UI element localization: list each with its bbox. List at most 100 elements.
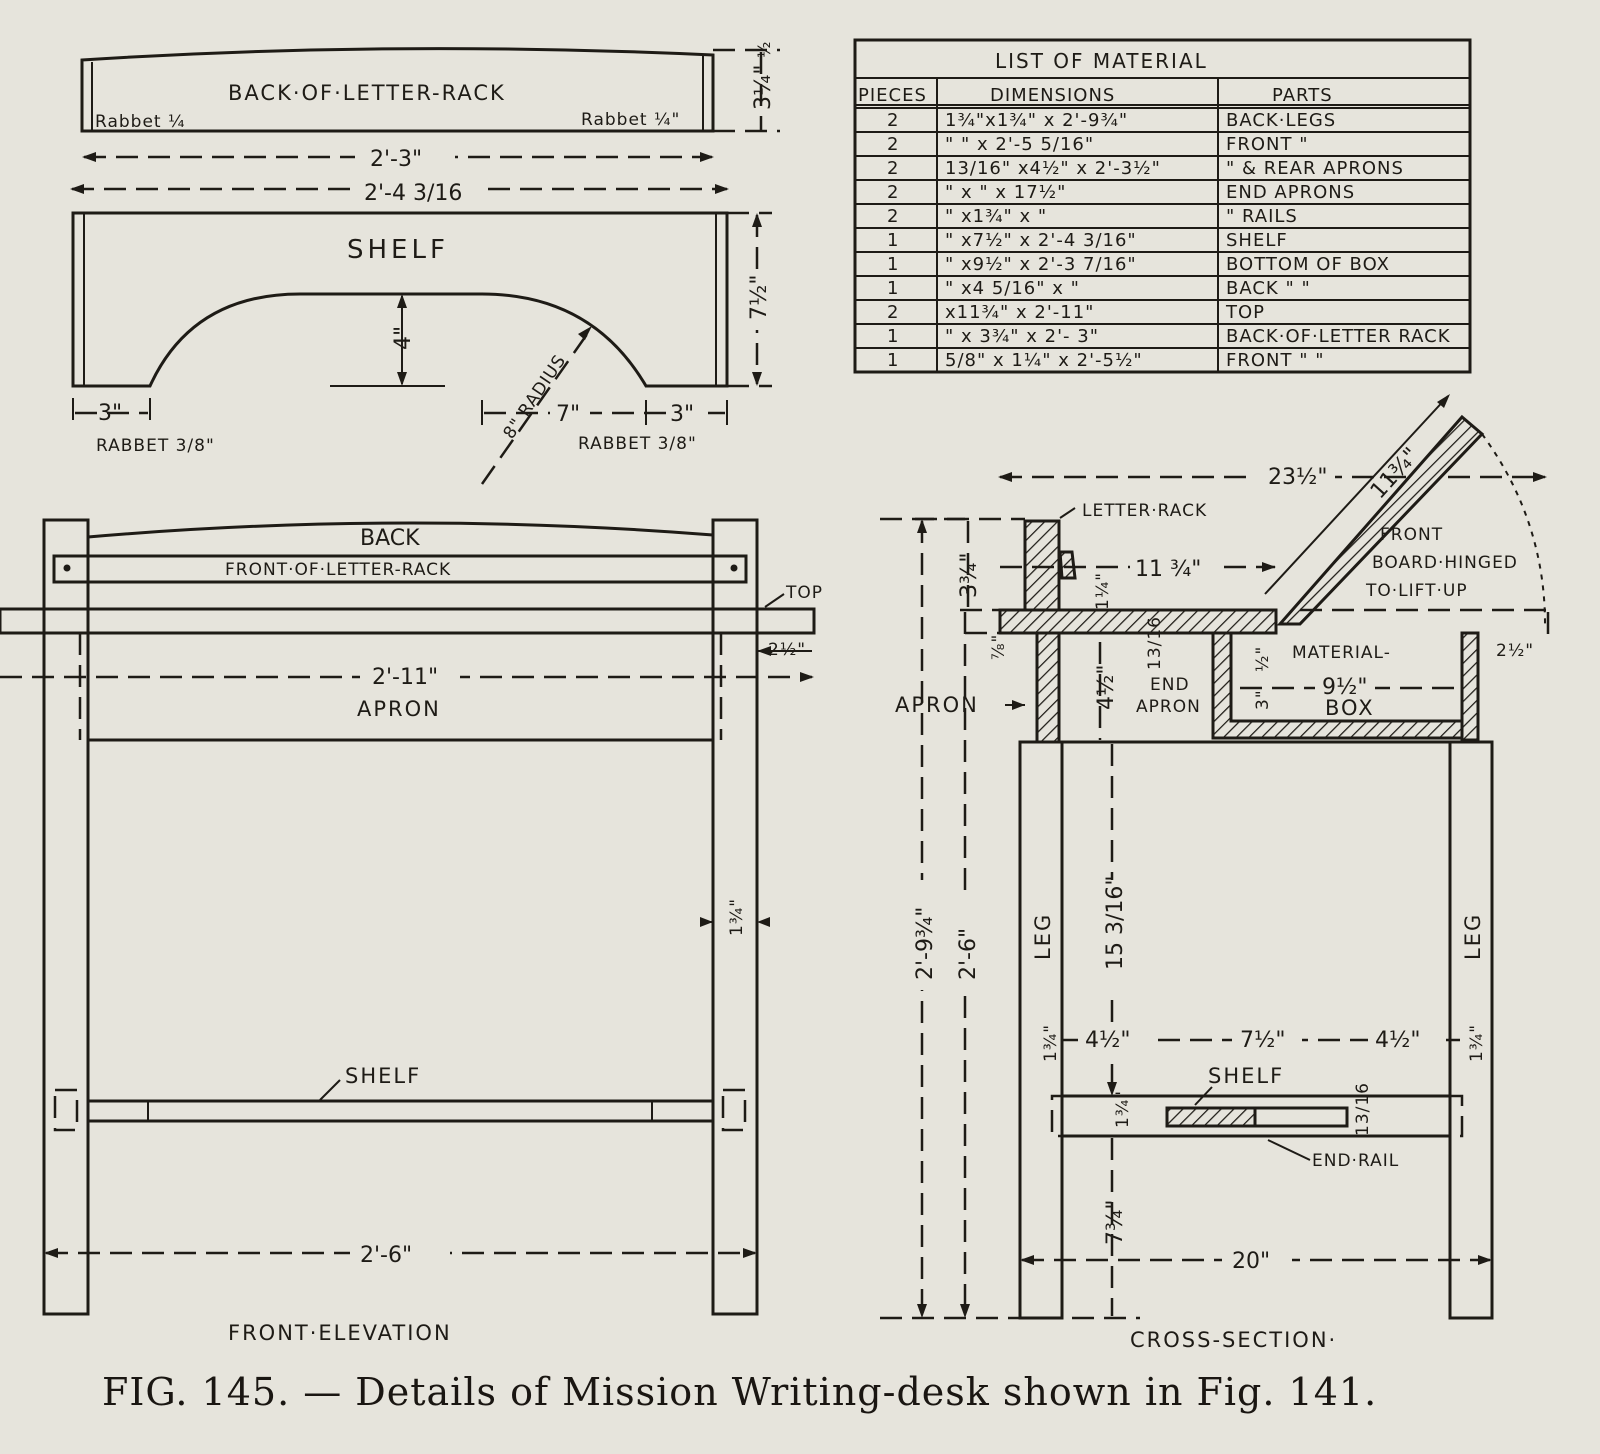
cs-box-label-2: BOX bbox=[1325, 696, 1375, 720]
material-table-title: LIST OF MATERIAL bbox=[995, 49, 1208, 73]
cs-rack-height: 3¾" bbox=[957, 553, 982, 598]
cs-box-width: 9½" bbox=[1322, 675, 1367, 700]
letter-rack-length: 2'-3" bbox=[370, 147, 422, 172]
shelf-arch-height: 4" bbox=[391, 326, 416, 350]
cs-gap-left: 4½" bbox=[1085, 1028, 1130, 1053]
letter-rack-height: 3¼" bbox=[751, 65, 776, 110]
material-row-pieces: 2 bbox=[887, 158, 899, 179]
cs-front-board-label-3: TO·LIFT·UP bbox=[1365, 581, 1468, 601]
material-row-dimensions: " x 3¾" x 2'- 3" bbox=[945, 326, 1099, 347]
shelf-height: 7½" bbox=[747, 275, 772, 320]
cs-letter-rack-label: LETTER·RACK bbox=[1082, 501, 1207, 521]
material-row-part: FRONT " " bbox=[1226, 350, 1325, 371]
letter-rack-title: BACK·OF·LETTER-RACK bbox=[228, 81, 506, 105]
shelf-outline bbox=[71, 211, 729, 388]
cs-box-back bbox=[1460, 631, 1480, 742]
front-right-leg bbox=[711, 518, 759, 1316]
shelf-rabbet-right: RABBET 3/8" bbox=[578, 434, 697, 454]
cs-rail-height: 1¾" bbox=[1113, 1090, 1133, 1128]
material-row-dimensions: 13/16" x4½" x 2'-3½" bbox=[945, 158, 1161, 179]
material-row-pieces: 1 bbox=[887, 350, 899, 371]
front-apron-label: APRON bbox=[357, 697, 441, 721]
cs-gap-right: 4½" bbox=[1375, 1028, 1420, 1053]
material-row-dimensions: " x7½" x 2'-4 3/16" bbox=[945, 230, 1137, 251]
figure-caption: FIG. 145. — Details of Mission Writing-d… bbox=[102, 1370, 1377, 1414]
material-table-frame bbox=[853, 38, 1472, 374]
cs-shelf-hatched bbox=[1165, 1106, 1257, 1128]
cs-apron-label: APRON bbox=[895, 693, 979, 717]
material-row-pieces: 2 bbox=[887, 134, 899, 155]
front-top bbox=[0, 607, 816, 635]
material-row-part: BACK·LEGS bbox=[1226, 110, 1336, 131]
material-row-dimensions: x11¾" x 2'-11" bbox=[945, 302, 1094, 323]
front-leg-width: 1¾" bbox=[727, 898, 747, 936]
material-row-pieces: 1 bbox=[887, 254, 899, 275]
cs-end-rail-label: END·RAIL bbox=[1312, 1151, 1399, 1171]
shelf-right-end: 3" bbox=[670, 402, 694, 427]
shelf-rabbet-left: RABBET 3/8" bbox=[96, 436, 215, 456]
cs-leg-left-label: LEG bbox=[1031, 913, 1055, 960]
cs-leg-right-label: LEG bbox=[1461, 913, 1485, 960]
cs-box-half: ½" bbox=[1253, 646, 1273, 672]
material-table-header-dimensions: DIMENSIONS bbox=[990, 85, 1115, 106]
material-table-header-parts: PARTS bbox=[1272, 85, 1333, 106]
front-letter-rack-label: FRONT·OF·LETTER-RACK bbox=[225, 560, 451, 580]
shelf-radius: 8" RADIUS bbox=[500, 351, 571, 443]
shelf-detail-title: SHELF bbox=[347, 235, 449, 265]
cross-section: 23½" 11¾" LETTER·RACK 3¾" 11 ¾" 1¼" FRON… bbox=[880, 394, 1550, 1352]
material-row-part: SHELF bbox=[1226, 230, 1288, 251]
material-row-part: " & REAR APRONS bbox=[1226, 158, 1404, 179]
shelf-detail: 2'-4 3/16 SHELF 7½" 4" 8" RADIUS 3" 7" 3… bbox=[70, 174, 772, 485]
letter-rack-top-tick: ½ bbox=[755, 41, 775, 58]
front-back-curve bbox=[87, 521, 714, 539]
material-row-part: TOP bbox=[1225, 302, 1265, 323]
front-overhang: 2½" bbox=[768, 640, 806, 660]
letter-rack-detail: BACK·OF·LETTER-RACK Rabbet ¼ Rabbet ¼" 2… bbox=[80, 41, 780, 172]
cs-shelf-label: SHELF bbox=[1208, 1064, 1284, 1088]
material-row-pieces: 2 bbox=[887, 110, 899, 131]
material-row-dimensions: 1¾"x1¾" x 2'-9¾" bbox=[945, 110, 1128, 131]
material-table-rows: 2 1¾"x1¾" x 2'-9¾" BACK·LEGS 2 " " x 2'-5 5/… bbox=[887, 110, 1451, 371]
material-row-part: BACK " " bbox=[1226, 278, 1311, 299]
cs-rack-to-hinge: 11 ¾" bbox=[1135, 557, 1201, 582]
cs-leg-height: 2'-6" bbox=[956, 928, 981, 980]
cs-end-apron-label: END bbox=[1150, 675, 1190, 695]
front-shelf-label: SHELF bbox=[345, 1064, 421, 1088]
material-row-dimensions: " x " x 17½" bbox=[945, 182, 1066, 203]
material-table-header-pieces: PIECES bbox=[858, 85, 927, 106]
material-row-part: BOTTOM OF BOX bbox=[1226, 254, 1390, 275]
cs-total-height: 2'-9¾" bbox=[913, 907, 938, 980]
material-row-dimensions: " " x 2'-5 5/16" bbox=[945, 134, 1094, 155]
material-row-part: BACK·OF·LETTER RACK bbox=[1226, 326, 1451, 347]
cs-foot: 7¾" bbox=[1103, 1200, 1128, 1245]
shelf-half-span: 7" bbox=[556, 402, 580, 427]
cs-end-apron-label-2: APRON bbox=[1136, 697, 1201, 717]
material-row-dimensions: " x1¾" x " bbox=[945, 206, 1047, 227]
front-top-length: 2'-11" bbox=[372, 665, 438, 690]
front-back-label: BACK bbox=[360, 526, 420, 551]
cs-swing-arc bbox=[1481, 433, 1546, 625]
material-row-dimensions: " x4 5/16" x " bbox=[945, 278, 1080, 299]
cs-box-label-1: MATERIAL- bbox=[1292, 643, 1391, 663]
material-row-pieces: 2 bbox=[887, 182, 899, 203]
cs-shelf-width: 7½" bbox=[1240, 1028, 1285, 1053]
cs-rack-front bbox=[1058, 550, 1077, 580]
material-row-part: FRONT " bbox=[1226, 134, 1309, 155]
material-row-pieces: 1 bbox=[887, 278, 899, 299]
cs-shelf-thickness: 13/16 bbox=[1353, 1082, 1373, 1136]
cs-top-thickness: ⅞" bbox=[989, 634, 1009, 660]
material-row-pieces: 2 bbox=[887, 206, 899, 227]
front-width: 2'-6" bbox=[360, 1243, 412, 1268]
cs-box-depth: 3" bbox=[1253, 689, 1273, 710]
cross-section-title: CROSS-SECTION· bbox=[1130, 1328, 1337, 1352]
cs-right-leg bbox=[1448, 740, 1494, 1320]
cs-front-board-label-1: FRONT bbox=[1380, 525, 1443, 545]
material-row-part: " RAILS bbox=[1226, 206, 1298, 227]
front-top-label: TOP bbox=[785, 583, 823, 603]
letter-rack-rabbet-right: Rabbet ¼" bbox=[581, 110, 680, 130]
cs-leg-width-right: 1¾" bbox=[1467, 1024, 1487, 1062]
front-left-leg bbox=[42, 518, 90, 1316]
material-row-pieces: 1 bbox=[887, 326, 899, 347]
material-row-pieces: 2 bbox=[887, 302, 899, 323]
